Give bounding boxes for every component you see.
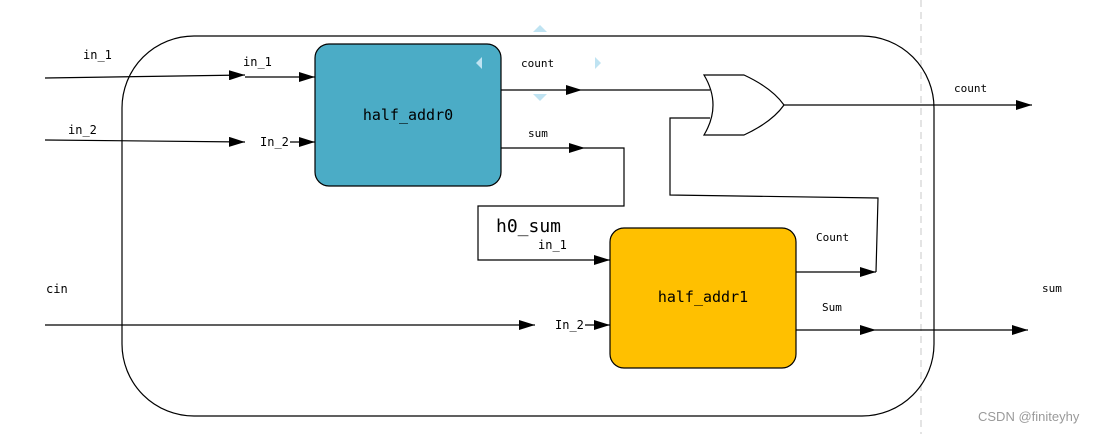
input-label-cin: cin (46, 282, 68, 296)
full-adder-container[interactable] (121, 35, 935, 417)
half-addr1-block[interactable]: half_addr1 (609, 227, 797, 369)
ha0-port-count: count (521, 57, 554, 70)
wire-in2-outer (44, 136, 246, 147)
half-addr0-block[interactable]: half_addr0 (314, 43, 502, 187)
or-gate[interactable] (702, 74, 785, 136)
ha0-port-in1: in_1 (243, 55, 272, 69)
handle-down-icon[interactable] (533, 94, 547, 101)
output-label-count: count (954, 82, 987, 95)
ha1-port-sum: Sum (822, 301, 842, 314)
half-addr1-box[interactable] (609, 227, 797, 369)
handle-right-icon[interactable] (595, 57, 601, 69)
wire-h0-sum (477, 147, 625, 265)
watermark: CSDN @finiteyhy (978, 409, 1080, 424)
net-label-h0-sum: h0_sum (496, 216, 561, 237)
output-label-sum: sum (1042, 282, 1062, 295)
half-addr0-box[interactable] (314, 43, 502, 187)
input-label-in1: in_1 (83, 48, 112, 62)
ha0-port-in2: In_2 (260, 135, 289, 149)
half-addr1-label: half_addr1 (658, 288, 748, 306)
handle-up-icon[interactable] (533, 25, 547, 32)
wire-ha1-count-b (669, 117, 879, 273)
half-addr0-label: half_addr0 (363, 106, 453, 124)
ha1-port-in2: In_2 (555, 318, 584, 332)
ha0-port-sum: sum (528, 127, 548, 140)
ha1-port-count: Count (816, 231, 849, 244)
handle-left-icon[interactable] (476, 57, 482, 69)
selection-handles[interactable] (476, 25, 601, 101)
ha1-port-in1: in_1 (538, 238, 567, 252)
wire-in1-outer (44, 70, 246, 81)
input-label-in2: in_2 (68, 123, 97, 137)
